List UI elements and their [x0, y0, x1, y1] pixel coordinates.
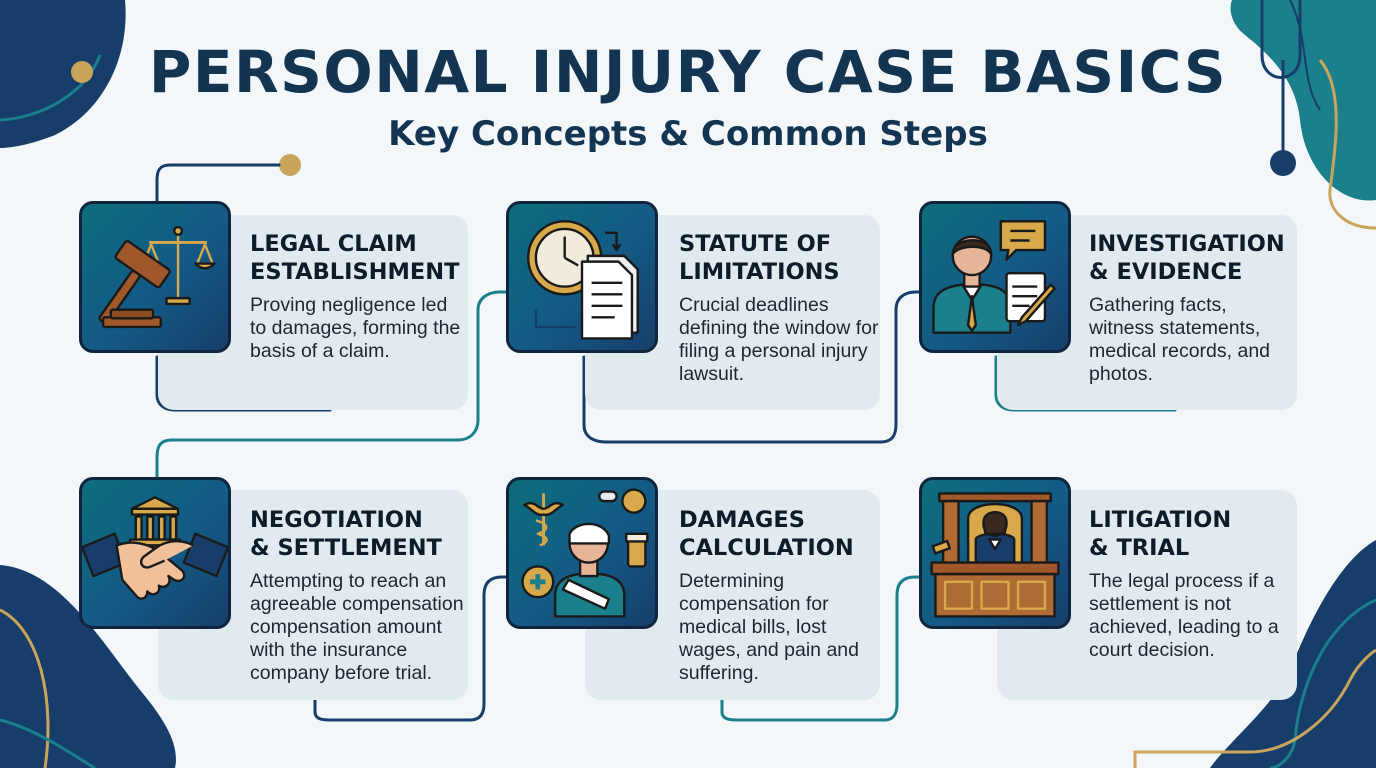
step-text-negotiation: NEGOTIATION & SETTLEMENT Attempting to r… [250, 506, 468, 685]
step-title: LEGAL CLAIM ESTABLISHMENT [250, 231, 460, 285]
step-description: Proving negligence led to damages, formi… [250, 294, 461, 362]
step-description: Gathering facts, witness statements, med… [1089, 294, 1271, 385]
step-text-legal-claim: LEGAL CLAIM ESTABLISHMENT Proving neglig… [250, 230, 465, 363]
step-text-litigation: LITIGATION & TRIAL The legal process if … [1089, 506, 1294, 662]
clock-and-document-icon [506, 201, 658, 353]
step-description: Crucial deadlines defining the window fo… [679, 294, 879, 385]
step-description: Attempting to reach an agreeable compens… [250, 570, 464, 684]
page-subtitle: Key Concepts & Common Steps [388, 114, 988, 154]
courtroom-judge-icon [919, 477, 1071, 629]
step-title: NEGOTIATION & SETTLEMENT [250, 507, 442, 561]
step-text-damages: DAMAGES CALCULATION Determining compensa… [679, 506, 879, 685]
injured-patient-icon [506, 477, 658, 629]
step-description: The legal process if a settlement is not… [1089, 570, 1279, 661]
page-title: PERSONAL INJURY CASE BASICS [148, 38, 1228, 106]
step-title: STATUTE OF LIMITATIONS [679, 231, 840, 285]
step-text-statute: STATUTE OF LIMITATIONS Crucial deadlines… [679, 230, 879, 386]
investigator-notepad-icon [919, 201, 1071, 353]
step-description: Determining compensation for medical bil… [679, 570, 859, 684]
step-title: INVESTIGATION & EVIDENCE [1089, 231, 1285, 285]
step-title: DAMAGES CALCULATION [679, 507, 854, 561]
step-title: LITIGATION & TRIAL [1089, 507, 1232, 561]
handshake-courthouse-icon [79, 477, 231, 629]
step-text-investigation: INVESTIGATION & EVIDENCE Gathering facts… [1089, 230, 1294, 386]
gavel-and-scales-icon [79, 201, 231, 353]
